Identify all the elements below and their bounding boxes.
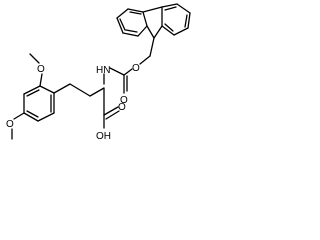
bond <box>89 87 105 97</box>
methoxy-groups <box>11 53 43 140</box>
bond <box>125 29 138 33</box>
bond <box>119 18 126 31</box>
fluorene-right-ring <box>161 3 191 36</box>
atom-label-acid-hydroxyl: OH <box>96 131 111 142</box>
atom-label-acid-oxygen: O <box>118 102 126 113</box>
bond <box>176 3 191 14</box>
bond <box>39 85 55 94</box>
bond <box>116 8 129 19</box>
bond <box>109 67 125 76</box>
bond <box>139 55 151 65</box>
bond <box>146 25 155 39</box>
bond <box>13 112 25 120</box>
bond <box>37 112 55 122</box>
fluorene-five-ring <box>142 6 163 39</box>
bond <box>23 85 41 95</box>
atom-label-amide-nitrogen: HN <box>96 65 110 76</box>
bond <box>149 37 155 57</box>
bond <box>129 11 142 15</box>
bond <box>69 83 91 97</box>
bond <box>122 32 139 37</box>
bond <box>23 112 39 122</box>
atom-label-methoxy-top-oxygen: O <box>37 64 45 75</box>
bond <box>29 53 40 64</box>
fmoc-linker <box>103 37 155 94</box>
bond <box>187 12 191 29</box>
bond <box>103 106 119 116</box>
amino-acid-backbone <box>69 83 120 129</box>
bond <box>105 110 120 120</box>
atom-label-carbonyl-oxygen: O <box>120 95 128 106</box>
fluorene-left-ring <box>116 8 148 37</box>
bond <box>173 27 189 36</box>
bond <box>161 3 178 8</box>
bond <box>116 17 124 34</box>
bond <box>142 11 148 27</box>
bond <box>123 68 133 76</box>
bond <box>26 89 40 97</box>
bond <box>153 25 163 39</box>
atom-label-methoxy-bottom-oxygen: O <box>6 119 14 130</box>
bond <box>184 14 188 28</box>
bond <box>26 110 39 118</box>
molecule-structure: O O HN O O O OH <box>6 3 191 142</box>
bond <box>161 25 175 36</box>
bond <box>142 6 163 13</box>
bond <box>53 83 71 94</box>
bond <box>127 8 144 13</box>
bond <box>164 23 174 32</box>
dimethoxyphenyl-ring <box>23 83 71 122</box>
bond <box>39 73 43 87</box>
bond <box>137 25 148 37</box>
atom-label-ester-oxygen: O <box>132 63 140 74</box>
bond <box>164 6 177 11</box>
